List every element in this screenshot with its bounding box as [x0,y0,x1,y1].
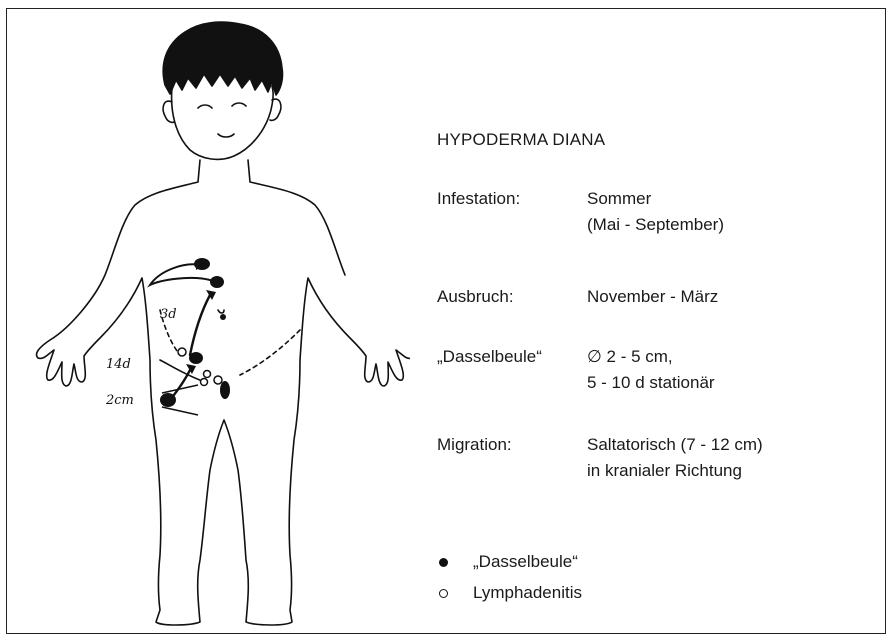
nodule-abdomen-mid [210,276,224,288]
row-value-line: ∅ 2 - 5 cm, [587,344,715,370]
lymph-node-3 [201,379,208,386]
lymph-path-right [240,330,300,375]
filled-circle-icon [439,558,448,567]
nodule-genital [220,381,230,399]
eye-right [232,103,246,106]
page-title: HYPODERMA DIANA [437,130,605,150]
child-body-illustration: 3d 14d 2cm [10,10,410,630]
mouth [218,134,234,137]
row-value-line: November - März [587,284,718,310]
row-label: „Dasselbeule“ [437,344,542,370]
row-value-line: (Mai - September) [587,212,724,238]
legend-label: „Dasselbeule“ [473,552,578,572]
row-label: Infestation: [437,186,520,212]
row-value-line: 5 - 10 d stationär [587,370,715,396]
nodule-abdomen-upper [194,258,210,270]
face-outline [172,86,274,159]
eye-left [198,105,212,108]
open-circle-icon [439,589,448,598]
row-value: November - März [587,284,718,310]
row-value: ∅ 2 - 5 cm, 5 - 10 d stationär [587,344,715,396]
lymph-node-2 [204,371,211,378]
nodule-abdomen-small [220,314,226,320]
row-value-line: Sommer [587,186,724,212]
nodule-thigh [160,393,176,407]
label-14d: 14d [106,357,131,372]
right-shoulder [248,160,345,275]
row-label: Migration: [437,432,512,458]
row-value-line: Saltatorisch (7 - 12 cm) [587,432,763,458]
arrow-groin-to-abdomen [190,295,210,355]
scale-line-bottom [162,407,198,415]
lymph-node-4 [214,376,222,384]
lymph-node-1 [178,348,186,356]
row-value: Sommer (Mai - September) [587,186,724,238]
row-label: Ausbruch: [437,284,514,310]
legend-label: Lymphadenitis [473,583,582,603]
navel [218,310,224,313]
row-value-line: in kranialer Richtung [587,458,763,484]
hair [163,22,282,95]
row-value: Saltatorisch (7 - 12 cm) in kranialer Ri… [587,432,763,484]
label-3d: 3d [160,307,177,322]
label-2cm: 2cm [105,393,134,408]
nodule-groin [189,352,203,364]
